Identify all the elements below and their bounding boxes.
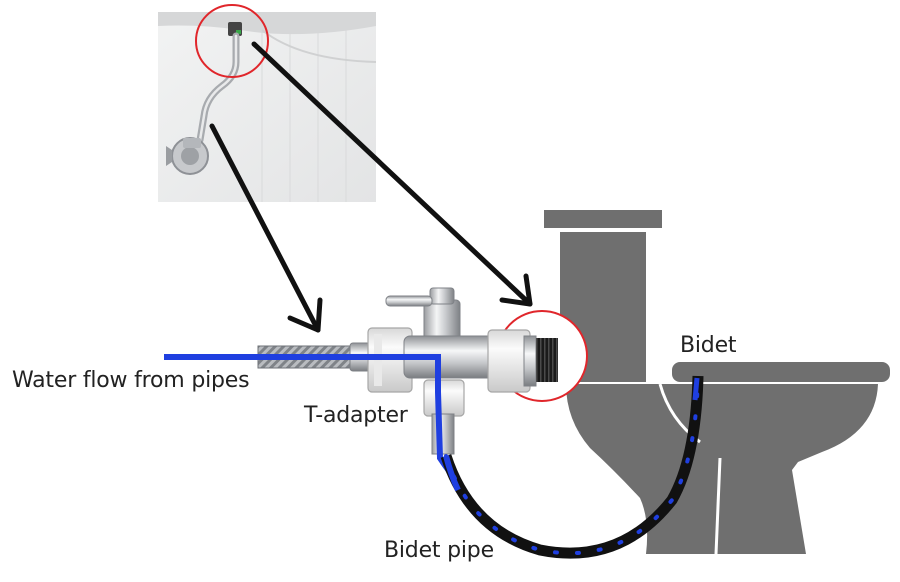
arrow-to-hose (209, 123, 323, 333)
photo-highlight-circle (195, 4, 269, 78)
arrows (209, 41, 533, 333)
arrow-to-adapter (251, 41, 533, 307)
wall-valve-photo (158, 4, 377, 202)
bidet-pipe (440, 374, 704, 559)
toilet-silhouette (544, 210, 890, 555)
chrome-t-adapter (367, 287, 558, 455)
label-water-flow: Water flow from pipes (12, 368, 250, 393)
label-t-adapter: T-adapter (304, 403, 408, 428)
label-bidet-pipe: Bidet pipe (384, 538, 494, 563)
label-bidet: Bidet (680, 333, 737, 358)
